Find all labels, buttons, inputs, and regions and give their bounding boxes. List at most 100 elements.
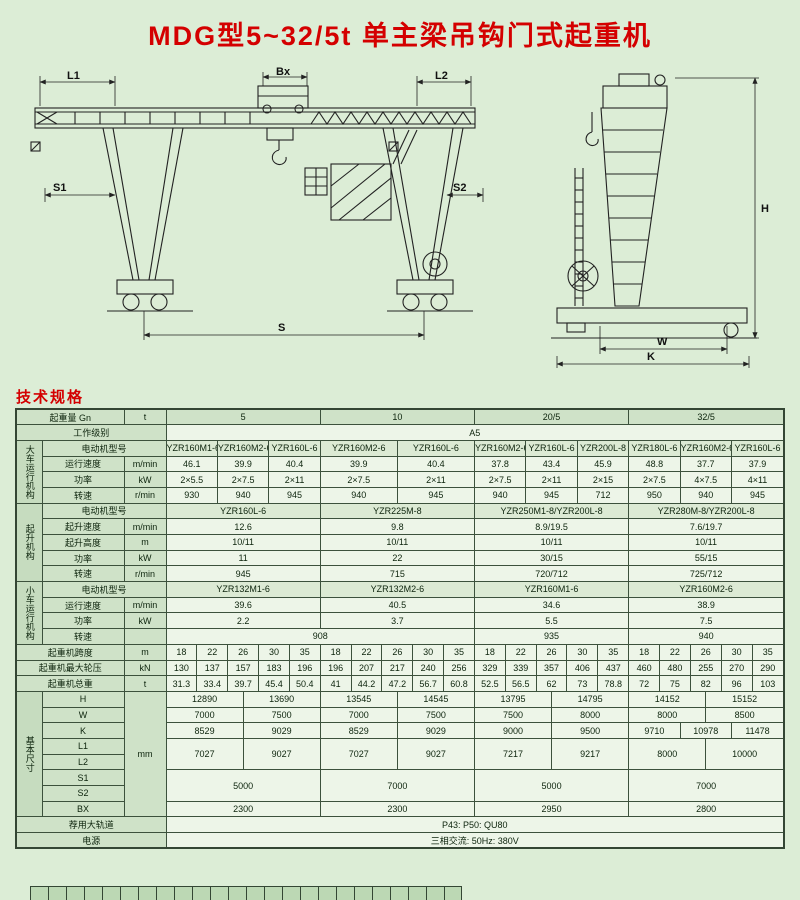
value-cell: 240	[412, 659, 445, 677]
dimension-lines	[39, 72, 759, 368]
value-cell: 2950	[473, 800, 630, 818]
value-cell: 34.6	[473, 596, 630, 614]
gantry-rpm-label: 转速	[41, 486, 125, 504]
row-hoist-power: 功率 kW 11 22 30/15 55/15	[16, 549, 785, 567]
value-cell: YZR160L-6	[268, 439, 321, 457]
value-cell: 30/15	[473, 549, 630, 567]
value-cell: 18	[628, 643, 661, 661]
value-cell: 13545	[319, 690, 398, 708]
value-cell: 7500	[242, 706, 321, 724]
value-cell: 9029	[242, 722, 321, 739]
value-cell: 2×5.5	[165, 471, 218, 488]
value-cell: 40.4	[396, 455, 475, 473]
rail-label: 荐用大轨道	[15, 816, 167, 834]
row-gantry-speed: 运行速度 m/min 46.1 39.9 40.4 39.9 40.4 37.8…	[16, 455, 785, 473]
gantry-rpm-unit: r/min	[123, 486, 167, 504]
value-cell: 62	[535, 675, 568, 692]
value-cell: 45.4	[258, 675, 290, 692]
capacity-unit: t	[123, 408, 167, 426]
value-cell: 720/712	[473, 565, 630, 583]
hoist-power-label: 功率	[41, 549, 125, 567]
value-cell: 96	[720, 675, 753, 692]
value-cell: YZR160M1-6	[473, 581, 630, 598]
value-cell: 9000	[473, 722, 553, 739]
value-cell: 2×7.5	[628, 471, 681, 488]
value-cell: 78.8	[597, 675, 630, 692]
value-cell: 22	[659, 643, 691, 661]
value-cell: 908	[165, 628, 475, 645]
value-cell: 460	[628, 659, 661, 677]
power-supply-value: 三相交流: 50Hz: 380V	[165, 832, 785, 849]
value-cell: YZR160M2-6	[628, 581, 785, 598]
value-cell: 940	[319, 486, 398, 504]
value-cell: 39.7	[227, 675, 260, 692]
value-cell: 255	[689, 659, 722, 677]
value-cell: 2300	[319, 800, 475, 818]
value-cell: 39.9	[216, 455, 270, 473]
gantry-speed-label: 运行速度	[41, 455, 125, 473]
span-unit: m	[123, 643, 167, 661]
value-cell: 357	[535, 659, 568, 677]
row-dim-h: 基本尺寸 H mm 12890 13690 13545 14545 13795 …	[15, 690, 785, 818]
gantry-speed-unit: m/min	[123, 455, 167, 473]
hoist-rpm-unit: r/min	[123, 565, 167, 583]
value-cell: 130	[165, 659, 198, 677]
value-cell: 940	[216, 486, 270, 504]
value-cell: 8.9/19.5	[473, 518, 630, 535]
value-cell: 2×7.5	[216, 471, 270, 488]
hoist-height-label: 起升高度	[41, 534, 125, 551]
value-cell: 945	[268, 486, 321, 504]
value-cell: 33.4	[196, 675, 229, 692]
value-cell: 30	[566, 643, 599, 661]
hoist-group-label: 起升机构	[15, 502, 43, 583]
row-hoist-rpm: 转速 r/min 945 715 720/712 725/712	[16, 565, 785, 583]
value-cell: 60.8	[443, 675, 475, 692]
row-wheel-pressure: 起重机最大轮压 kN 130 137 157 183 196 196 207 2…	[15, 659, 785, 677]
trolley-motor-label: 电动机型号	[41, 581, 167, 598]
gantry-power-label: 功率	[41, 471, 125, 488]
trolley-group-label: 小车运行机构	[15, 581, 43, 645]
row-trolley-rpm: 转速 908 935 940	[16, 628, 785, 645]
trolley-power-label: 功率	[41, 612, 125, 630]
value-cell: YZR160M2-6	[679, 439, 732, 457]
row-trolley-power: 功率 kW 2.2 3.7 5.5 7.5	[16, 612, 785, 630]
power-supply-label: 电源	[15, 832, 167, 849]
value-cell: 22	[350, 643, 383, 661]
dim-s1-label: S1	[41, 769, 125, 786]
value-cell: 2×15	[576, 471, 630, 488]
row-hoist-height: 起升高度 m 10/11 10/11 10/11 10/11	[16, 534, 785, 551]
value-cell: 339	[504, 659, 537, 677]
value-cell: 437	[597, 659, 630, 677]
row-hoist-motor: 起升机构 电动机型号 YZR160L-6 YZR225M-8 YZR250M1-…	[15, 502, 785, 583]
hoist-motor-label: 电动机型号	[41, 502, 167, 520]
value-cell: 41	[319, 675, 352, 692]
trolley-speed-label: 运行速度	[41, 596, 125, 614]
value-cell: 14545	[396, 690, 475, 708]
dim-k-label: K	[41, 722, 125, 739]
dim-label-k: K	[647, 351, 655, 363]
value-cell: 7000	[319, 706, 398, 724]
value-cell: 43.4	[525, 455, 578, 473]
value-cell: 103	[751, 675, 785, 692]
value-cell: 940	[679, 486, 732, 504]
row-dim-s1: S1 5000 7000 5000 7000	[16, 769, 785, 802]
row-total-weight: 起重机总重 t 31.3 33.4 39.7 45.4 50.4 41 44.2…	[15, 675, 785, 692]
value-cell: 9027	[396, 737, 475, 771]
value-cell: 935	[473, 628, 630, 645]
value-cell: 2300	[165, 800, 321, 818]
value-cell: 10/11	[165, 534, 321, 551]
value-cell: 9.8	[319, 518, 475, 535]
spec-table: 起重量 Gn t 5 10 20/5 32/5 工作级别 A5 大车运行机构 电…	[15, 408, 785, 850]
value-cell: 2.2	[165, 612, 321, 630]
value-cell: 9217	[551, 737, 630, 771]
value-cell: 14795	[551, 690, 630, 708]
gantry-power-unit: kW	[123, 471, 167, 488]
value-cell: 2×11	[525, 471, 578, 488]
value-cell: YZR132M2-6	[319, 581, 475, 598]
value-cell: 8500	[705, 706, 785, 724]
value-cell: 7217	[473, 737, 553, 771]
value-cell: 270	[720, 659, 753, 677]
value-cell: 22	[319, 549, 475, 567]
value-cell: 2×7.5	[473, 471, 527, 488]
row-capacity: 起重量 Gn t 5 10 20/5 32/5	[15, 408, 785, 426]
